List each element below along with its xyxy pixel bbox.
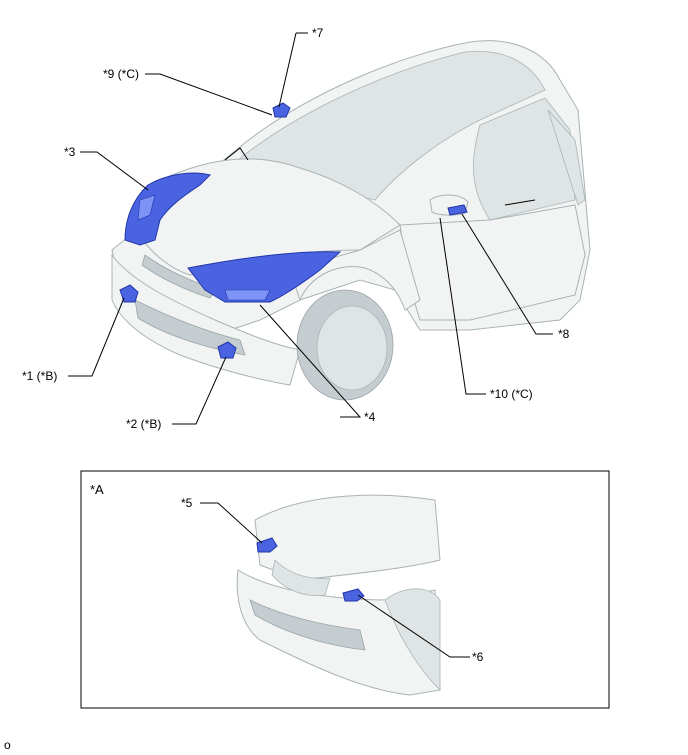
callout-10: *10 (*C) — [490, 387, 533, 401]
callout-8: *8 — [558, 327, 570, 341]
rear-window — [547, 109, 586, 206]
upper-grille — [141, 254, 216, 299]
front-fender — [289, 229, 421, 311]
inset-frame — [80, 470, 610, 709]
inset-a: *A *5 *6 — [80, 470, 610, 709]
part-2-sensor — [217, 341, 237, 359]
part-3-detail — [137, 194, 156, 221]
callout-2: *2 (*B) — [126, 417, 161, 431]
inset-lower-grille — [249, 599, 366, 651]
callout-4: *4 — [364, 410, 376, 424]
part-4-headlamp-right — [187, 251, 342, 303]
lower-grille — [134, 299, 246, 356]
front-wheel-rim — [316, 305, 388, 391]
callout-7: *7 — [312, 26, 324, 40]
part-6-sensor — [342, 588, 365, 602]
inset-grille-v — [271, 559, 331, 597]
part-7-sensor — [272, 102, 291, 118]
callout-5: *5 — [181, 496, 193, 510]
callout-6: *6 — [472, 650, 484, 664]
part-5-sensor — [256, 537, 278, 553]
part-4-detail — [224, 289, 271, 301]
callout-9: *9 (*C) — [103, 67, 139, 81]
inset-hood — [254, 494, 441, 581]
vehicle-illustration — [111, 40, 591, 401]
inset-label: *A — [90, 482, 104, 497]
leader-lines — [68, 32, 553, 425]
callout-1: *1 (*B) — [22, 369, 57, 383]
front-bumper — [111, 253, 301, 386]
illustration-code: o — [4, 738, 11, 752]
part-3-headlamp-left — [124, 172, 211, 246]
callout-3: *3 — [64, 145, 76, 159]
part-8-mirror-lamp — [447, 204, 468, 216]
inset-fender — [384, 588, 441, 691]
